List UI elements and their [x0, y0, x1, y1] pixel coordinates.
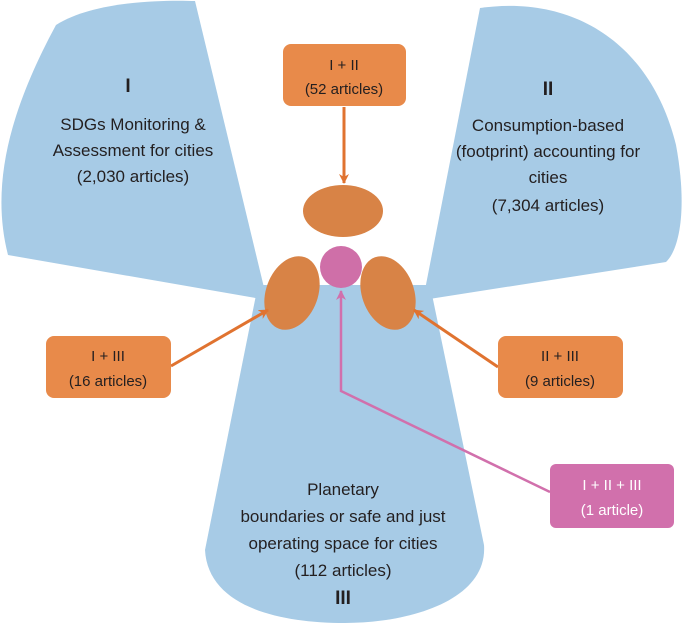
arrow-ii-iii: [413, 308, 499, 369]
petal-iii-line-2: boundaries or safe and just: [240, 507, 445, 526]
overlap-ii-iii: [360, 256, 416, 330]
petal-i-numeral: I: [125, 76, 130, 97]
box-ii-iii-line-1: II + III: [541, 348, 579, 365]
petal-ii-line-4: (7,304 articles): [492, 196, 604, 215]
overlap-i-ii: [303, 185, 383, 237]
box-ii-iii-line-2: (9 articles): [525, 373, 595, 390]
petal-ii-line-3: cities: [529, 168, 568, 187]
box-i-ii-iii: [550, 464, 674, 528]
box-i-iii: [46, 336, 171, 398]
box-i-ii-line-1: I + II: [329, 57, 359, 74]
box-i-iii-line-1: I + III: [91, 348, 125, 365]
box-i-ii-iii-line-2: (1 article): [581, 502, 644, 519]
petal-i-line-2: Assessment for cities: [53, 141, 214, 160]
petal-ii-numeral: II: [543, 79, 554, 100]
box-i-ii-iii-line-1: I + II + III: [582, 477, 641, 494]
arrow-i-ii-iii: [336, 290, 551, 494]
box-ii-iii: [498, 336, 623, 398]
petal-iii-line-3: operating space for cities: [249, 534, 438, 553]
petal-ii-line-1: Consumption-based: [472, 116, 624, 135]
overlap-i-ii-iii: [320, 246, 362, 288]
box-i-ii-line-2: (52 articles): [305, 81, 383, 98]
overlap-i-iii: [264, 256, 320, 330]
petal-i: [1, 0, 268, 300]
petal-ii: [423, 5, 682, 300]
petal-ii-line-2: (footprint) accounting for: [456, 142, 641, 161]
petal-i-line-1: SDGs Monitoring &: [60, 115, 206, 134]
petal-iii: [205, 285, 485, 623]
petal-iii-line-4: (112 articles): [295, 561, 392, 580]
petal-iii-numeral: III: [335, 588, 351, 609]
box-i-iii-line-2: (16 articles): [69, 373, 147, 390]
arrow-i-iii: [170, 308, 269, 368]
box-i-ii: [283, 44, 406, 106]
petal-i-line-3: (2,030 articles): [77, 167, 189, 186]
petal-iii-line-1: Planetary: [307, 480, 379, 499]
